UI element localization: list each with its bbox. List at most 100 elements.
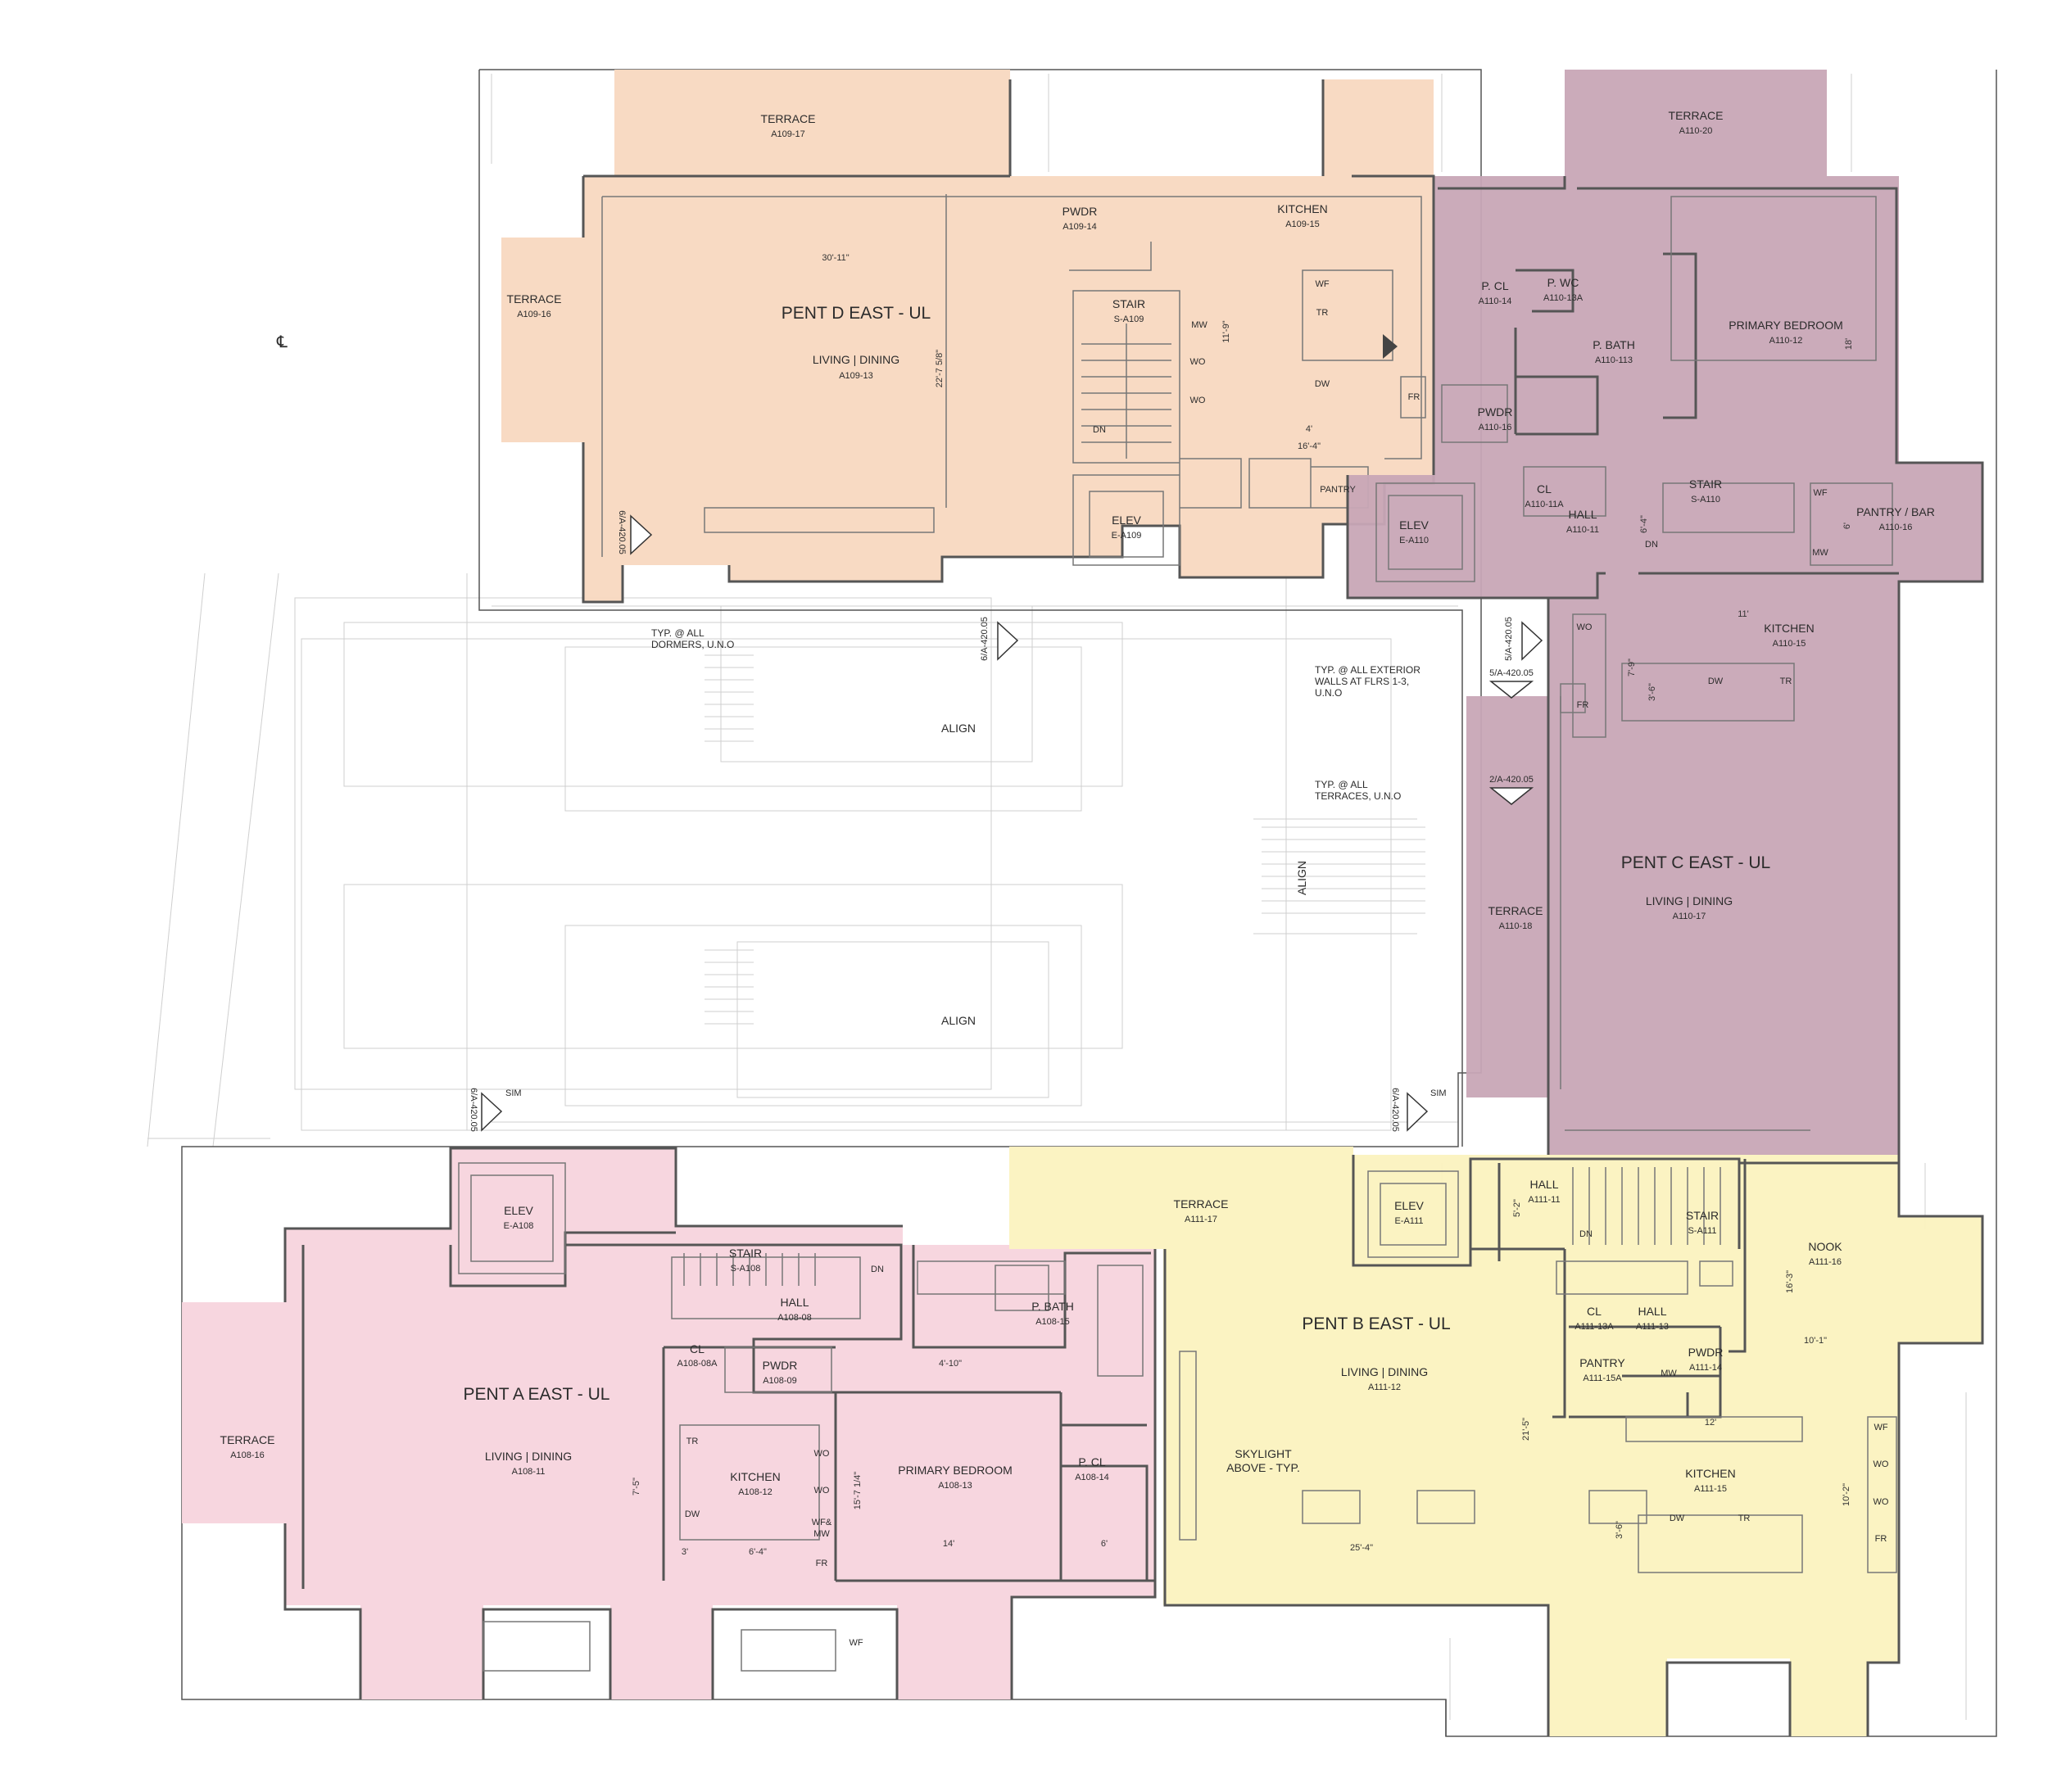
- svg-text:A110-14: A110-14: [1479, 296, 1512, 306]
- svg-text:PRIMARY BEDROOM: PRIMARY BEDROOM: [898, 1464, 1013, 1477]
- svg-text:5'-2": 5'-2": [1512, 1199, 1522, 1217]
- svg-text:SKYLIGHT: SKYLIGHT: [1235, 1447, 1292, 1460]
- section-tag: 6/A-420.05: [469, 1088, 478, 1132]
- svg-text:KITCHEN: KITCHEN: [1685, 1467, 1735, 1480]
- svg-text:PANTRY: PANTRY: [1320, 485, 1356, 495]
- room-name: TERRACE: [761, 112, 816, 125]
- svg-text:A108-08A: A108-08A: [677, 1359, 718, 1369]
- centerline-mark: ℄: [276, 333, 288, 351]
- svg-text:STAIR: STAIR: [1686, 1209, 1719, 1222]
- svg-text:WF: WF: [1874, 1423, 1887, 1432]
- pent-b-labels: PENT B EAST - UL TERRACE A111-17 ELEV E-…: [1174, 1178, 1889, 1553]
- svg-text:A111-17: A111-17: [1185, 1215, 1217, 1224]
- svg-text:TR: TR: [686, 1437, 699, 1446]
- svg-text:ELEV: ELEV: [504, 1204, 533, 1217]
- svg-text:FR: FR: [1577, 700, 1589, 710]
- pent-c-labels: PENT C EAST - UL TERRACE A110-20 P. CL A…: [1399, 109, 1935, 931]
- svg-text:LIVING | DINING: LIVING | DINING: [485, 1450, 572, 1463]
- unit-pent-d: [501, 70, 1435, 604]
- svg-text:WO: WO: [814, 1449, 830, 1459]
- svg-text:DW: DW: [1315, 379, 1330, 389]
- svg-text:A108-16: A108-16: [230, 1450, 265, 1460]
- room-name: LIVING | DINING: [813, 353, 899, 366]
- svg-text:ABOVE - TYP.: ABOVE - TYP.: [1226, 1461, 1300, 1474]
- svg-text:WF&: WF&: [812, 1518, 832, 1527]
- svg-text:WO: WO: [1190, 357, 1206, 367]
- room-name: STAIR: [1112, 297, 1145, 310]
- unit-title: PENT D EAST - UL: [782, 304, 931, 323]
- svg-text:14': 14': [943, 1539, 954, 1549]
- svg-text:A110-12: A110-12: [1769, 336, 1803, 346]
- svg-text:WO: WO: [1577, 622, 1593, 632]
- note-dormers: TYP. @ ALL: [651, 627, 705, 639]
- svg-text:LIVING | DINING: LIVING | DINING: [1341, 1365, 1428, 1378]
- svg-text:HALL: HALL: [1568, 508, 1597, 521]
- svg-text:18': 18': [1844, 338, 1854, 350]
- svg-text:WO: WO: [814, 1486, 830, 1496]
- svg-text:ELEV: ELEV: [1394, 1199, 1424, 1212]
- svg-text:WO: WO: [1190, 396, 1206, 405]
- svg-text:E-A110: E-A110: [1399, 536, 1429, 545]
- note-exterior-walls: WALLS AT FLRS 1-3,: [1315, 676, 1409, 687]
- sim-label: SIM: [505, 1088, 522, 1098]
- svg-text:21'-5": 21'-5": [1521, 1418, 1531, 1441]
- align-note: ALIGN: [1295, 861, 1308, 895]
- room-code: A109-15: [1285, 219, 1320, 229]
- pent-c-area: [1348, 70, 1982, 1155]
- svg-text:FR: FR: [1408, 392, 1420, 402]
- align-note: ALIGN: [941, 722, 976, 735]
- svg-text:CL: CL: [1537, 482, 1552, 496]
- svg-text:DN: DN: [1645, 540, 1658, 550]
- section-tag-triangle: [1488, 681, 1534, 699]
- svg-text:KITCHEN: KITCHEN: [730, 1470, 780, 1483]
- svg-text:10'-2": 10'-2": [1842, 1483, 1851, 1506]
- section-tag-triangle: [997, 621, 1019, 661]
- svg-text:MW: MW: [1661, 1369, 1677, 1378]
- svg-text:WF: WF: [1813, 488, 1827, 498]
- pent-a-area: [182, 1148, 1155, 1699]
- unit-title: PENT A EAST - UL: [464, 1385, 610, 1404]
- svg-text:TERRACE: TERRACE: [1669, 109, 1724, 122]
- svg-text:6'-4": 6'-4": [749, 1547, 767, 1557]
- svg-text:TERRACE: TERRACE: [220, 1433, 275, 1446]
- unit-pent-c: [1346, 70, 1984, 1155]
- svg-text:S-A108: S-A108: [731, 1264, 761, 1274]
- svg-text:A111-16: A111-16: [1809, 1257, 1842, 1267]
- svg-text:3'-6": 3'-6": [1647, 683, 1657, 701]
- svg-text:22'-7 5/8": 22'-7 5/8": [935, 350, 945, 387]
- svg-text:PANTRY / BAR: PANTRY / BAR: [1856, 505, 1935, 518]
- note-exterior-walls: TYP. @ ALL EXTERIOR: [1315, 664, 1420, 676]
- svg-text:PRIMARY BEDROOM: PRIMARY BEDROOM: [1729, 319, 1843, 332]
- pent-b-stair-treads: [1572, 1167, 1721, 1245]
- svg-text:7'-9": 7'-9": [1627, 658, 1637, 677]
- svg-text:A110-18: A110-18: [1499, 921, 1533, 931]
- svg-text:16'-3": 16'-3": [1785, 1270, 1795, 1293]
- svg-text:S-A110: S-A110: [1691, 495, 1720, 505]
- svg-text:6': 6': [1101, 1539, 1108, 1549]
- svg-text:15'-7 1/4": 15'-7 1/4": [853, 1472, 863, 1509]
- svg-text:A110-113: A110-113: [1595, 355, 1633, 365]
- unit-title: PENT B EAST - UL: [1302, 1315, 1450, 1333]
- section-tag-triangle: [1521, 621, 1543, 661]
- svg-text:TERRACE: TERRACE: [1174, 1197, 1229, 1211]
- svg-text:A111-15: A111-15: [1694, 1484, 1727, 1494]
- svg-text:HALL: HALL: [780, 1296, 809, 1309]
- section-tag-triangle: [630, 514, 653, 555]
- svg-text:A111-13: A111-13: [1636, 1322, 1669, 1332]
- svg-text:16'-4": 16'-4": [1298, 441, 1321, 451]
- svg-text:11': 11': [1738, 609, 1749, 619]
- svg-text:4'-10": 4'-10": [939, 1359, 962, 1369]
- room-name: ELEV: [1112, 514, 1141, 527]
- svg-text:MW: MW: [1812, 548, 1828, 558]
- svg-text:DN: DN: [1579, 1229, 1593, 1239]
- svg-text:PWDR: PWDR: [1688, 1346, 1724, 1359]
- svg-text:P. CL: P. CL: [1078, 1455, 1105, 1468]
- svg-text:WF: WF: [1315, 279, 1329, 289]
- svg-text:A108-14: A108-14: [1075, 1473, 1109, 1482]
- svg-text:NOOK: NOOK: [1808, 1240, 1842, 1253]
- pent-d-labels: PENT D EAST - UL TERRACE A109-17 TERRACE…: [507, 112, 1420, 541]
- svg-text:FR: FR: [1875, 1534, 1887, 1544]
- svg-text:WO: WO: [1874, 1497, 1889, 1507]
- svg-text:E-A108: E-A108: [504, 1221, 534, 1231]
- svg-text:DN: DN: [871, 1265, 884, 1274]
